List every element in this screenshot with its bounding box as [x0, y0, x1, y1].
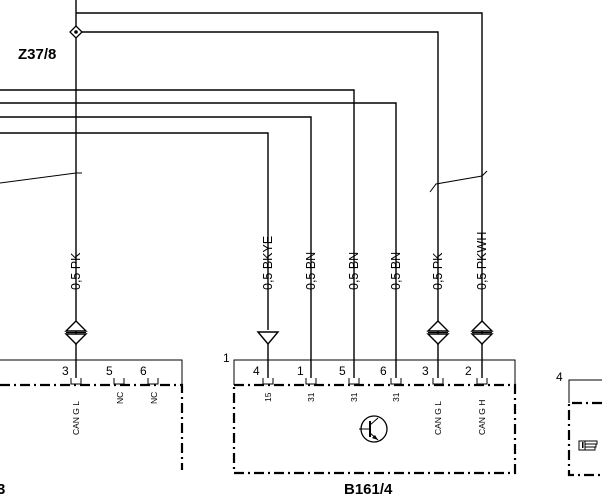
b161-pin-4-signal: 15: [263, 392, 273, 402]
b161-component-box: [232, 383, 517, 475]
b161-pin-3: 3: [422, 364, 429, 378]
wire-pkwh: [76, 12, 483, 345]
splice-dot: [74, 30, 78, 34]
left-component-box: [0, 383, 184, 470]
left-housing-outline: [0, 359, 183, 385]
b161-pin-2-signal: CAN G H: [477, 400, 487, 435]
wire-bkye: [0, 132, 269, 330]
left-pin-6: 6: [140, 364, 147, 378]
left-pin-5: 5: [106, 364, 113, 378]
splice-label: Z37/8: [18, 46, 56, 63]
b161-pin-6-signal: 31: [391, 392, 401, 402]
hand-pointer-icon: [578, 440, 598, 451]
left-pin-5-signal: NC: [115, 392, 125, 404]
wire-label-bn-3: 0,5 BN: [389, 252, 403, 290]
left-pin-6-signal: NC: [149, 392, 159, 404]
partial-housing-outline: [568, 379, 602, 403]
b161-pin-1-signal: 31: [306, 392, 316, 402]
partial-component-pin: 4: [556, 370, 563, 384]
b161-housing-outline: [233, 359, 516, 385]
b161-pin-4: 4: [253, 364, 260, 378]
wire-label-pk: 0,5 PK: [431, 252, 445, 290]
connector-arrow-pk: [426, 320, 450, 345]
wire-bn-3: [0, 89, 355, 360]
wire-label-bkye: 0,5 BKYE: [261, 236, 275, 290]
b161-pin-3-signal: CAN G L: [433, 401, 443, 435]
partial-component-box: [567, 401, 602, 477]
connector-arrow-left: [64, 320, 88, 345]
b161-pin-6: 6: [380, 364, 387, 378]
b161-pin-1: 1: [297, 364, 304, 378]
b161-connector-number: 1: [223, 351, 230, 365]
b161-pin-5: 5: [339, 364, 346, 378]
wire-label-left-pk: 0,5 PK: [69, 252, 83, 290]
b161-component-label: B161/4: [344, 481, 393, 494]
transistor-icon: [359, 415, 388, 443]
wire-label-bn-2: 0,5 BN: [347, 252, 361, 290]
wire-bn-2: [0, 116, 312, 360]
b161-pin-2: 2: [465, 364, 472, 378]
connector-arrow-pkwh: [470, 320, 494, 345]
connector-arrow-bkye: [256, 331, 280, 346]
twist-mark-right: [429, 170, 488, 193]
left-pin-3-signal: CAN G L: [71, 401, 81, 435]
wire-pk-right: [82, 31, 439, 345]
twist-mark-left: [0, 172, 82, 184]
left-component-label: 3: [0, 481, 5, 494]
wire-bn-4: [0, 102, 397, 360]
left-pin-3: 3: [62, 364, 69, 378]
wire-label-pkwh: 0,5 PKWH: [475, 232, 489, 290]
b161-pin-terminals: [262, 378, 488, 385]
b161-pin-5-signal: 31: [349, 392, 359, 402]
wire-label-bn-1: 0,5 BN: [304, 252, 318, 290]
